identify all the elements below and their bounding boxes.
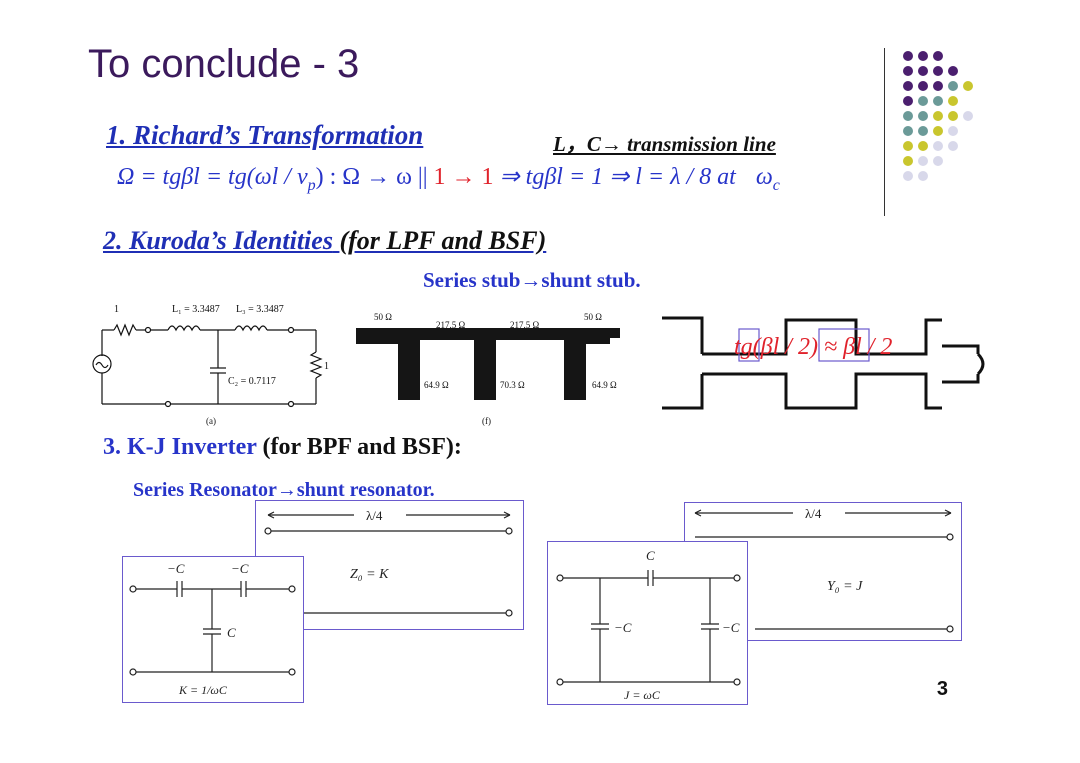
kj-heading-num: 3. K-J Inverter bbox=[103, 434, 257, 460]
decor-dot bbox=[903, 171, 913, 181]
circuit-a-l1: L₁ = 3.3487 bbox=[172, 304, 220, 315]
ms-z-left: 50 Ω bbox=[374, 312, 392, 322]
kuroda-heading[interactable]: 2. Kuroda’s Identities (for LPF and BSF) bbox=[103, 226, 546, 256]
decor-dot bbox=[903, 156, 913, 166]
j-line-length: λ/4 bbox=[805, 506, 822, 521]
approx-formula: tg(βl / 2) ≈ βl / 2 bbox=[734, 334, 892, 360]
eq-sub-c: c bbox=[772, 176, 780, 194]
kj-heading: 3. K-J Inverter (for BPF and BSF): bbox=[103, 434, 462, 461]
eq-omega: ω bbox=[755, 164, 773, 190]
k-c-left: −C bbox=[167, 561, 185, 576]
eq-red: 1 → 1 bbox=[433, 164, 494, 190]
decor-dot bbox=[933, 156, 943, 166]
k-line-length: λ/4 bbox=[366, 508, 383, 523]
decor-dot bbox=[903, 51, 913, 61]
decor-dot bbox=[918, 51, 928, 61]
decor-dot bbox=[918, 141, 928, 151]
richard-equation: Ω = tgβl = tg(ωl / vp) : Ω → ω || 1 → 1 … bbox=[117, 162, 780, 195]
k-c-shunt: C bbox=[227, 625, 236, 640]
circuit-a-caption: (a) bbox=[206, 416, 216, 426]
j-c-left: −C bbox=[614, 620, 632, 635]
decor-dot bbox=[948, 141, 958, 151]
j-circuit-drawing: C −C −C J = ωC bbox=[556, 548, 741, 702]
richard-heading[interactable]: 1. Richard’s Transformation bbox=[106, 120, 424, 150]
stepped-impedance-line: tg(βl / 2) ≈ βl / 2 bbox=[662, 316, 985, 410]
decor-dot bbox=[903, 81, 913, 91]
j-c-series: C bbox=[646, 548, 655, 563]
kuroda-heading-text: 2. Kuroda’s Identities bbox=[103, 226, 333, 255]
decor-dot bbox=[963, 81, 973, 91]
eq-sub-p: p bbox=[307, 176, 316, 194]
decor-dot bbox=[948, 111, 958, 121]
j-c-right: −C bbox=[722, 620, 740, 635]
j-circuit-panel: C −C −C J = ωC bbox=[547, 541, 748, 705]
decor-dot bbox=[948, 96, 958, 106]
decor-dot bbox=[963, 111, 973, 121]
decor-dot bbox=[933, 66, 943, 76]
decor-dot bbox=[918, 111, 928, 121]
decor-dot bbox=[903, 111, 913, 121]
circuit-a-load: 1 bbox=[324, 361, 329, 372]
dot-grid-decoration bbox=[903, 51, 973, 181]
k-line-impedance: Z₀ = K bbox=[350, 567, 389, 582]
kj-subtitle: Series Resonator→shunt resonator. bbox=[133, 479, 435, 501]
kuroda-subtitle: Series stub→shunt stub. bbox=[423, 268, 641, 292]
decor-dot bbox=[948, 66, 958, 76]
decor-dot bbox=[933, 51, 943, 61]
j-formula: J = ωC bbox=[624, 688, 661, 702]
decor-dot bbox=[918, 81, 928, 91]
decor-dot bbox=[948, 81, 958, 91]
decor-dot bbox=[903, 141, 913, 151]
eq-part3: ⇒ tgβl = 1 ⇒ l = λ / 8 at bbox=[499, 164, 736, 190]
k-circuit-panel: −C −C C K = 1/ωC bbox=[122, 556, 304, 703]
decor-dot bbox=[918, 66, 928, 76]
lowpass-circuit-a: 1 L₁ = 3.3487 L₃ = 3.3487 C₂ = 0.7117 1 … bbox=[92, 304, 329, 426]
page-number: 3 bbox=[936, 678, 948, 700]
j-line-drawing: λ/4 Y₀ = J bbox=[694, 506, 954, 633]
decor-dot bbox=[918, 156, 928, 166]
decor-dot bbox=[933, 96, 943, 106]
ms-z-right: 50 Ω bbox=[584, 312, 602, 322]
ms-stub3: 64.9 Ω bbox=[592, 380, 617, 390]
kj-heading-note: (for BPF and BSF): bbox=[262, 434, 462, 460]
k-c-right: −C bbox=[231, 561, 249, 576]
k-formula: K = 1/ωC bbox=[178, 683, 228, 697]
circuit-a-l3: L₃ = 3.3487 bbox=[236, 304, 284, 315]
decor-dot bbox=[903, 126, 913, 136]
circuit-a-c2: C₂ = 0.7117 bbox=[228, 376, 276, 387]
ms-stub1: 64.9 Ω bbox=[424, 380, 449, 390]
eq-part2: ) : Ω → ω || bbox=[315, 164, 428, 190]
circuit-a-index: 1 bbox=[114, 304, 119, 315]
richard-subheading: L，C→ transmission line bbox=[553, 132, 776, 156]
microstrip-layout-f: 50 Ω 217.5 Ω 217.5 Ω 50 Ω 64.9 Ω 70.3 Ω … bbox=[356, 312, 620, 426]
decor-dot bbox=[948, 126, 958, 136]
decor-dot bbox=[903, 66, 913, 76]
decor-dot bbox=[933, 141, 943, 151]
kuroda-heading-note: (for LPF and BSF) bbox=[339, 226, 547, 255]
decor-dot bbox=[918, 171, 928, 181]
decor-dot bbox=[918, 126, 928, 136]
j-line-admittance: Y₀ = J bbox=[827, 579, 863, 594]
ms-stub2: 70.3 Ω bbox=[500, 380, 525, 390]
eq-part1: Ω = tgβl = tg(ωl / v bbox=[117, 164, 308, 190]
decor-dot bbox=[933, 126, 943, 136]
decor-dot bbox=[918, 96, 928, 106]
decor-dot bbox=[933, 81, 943, 91]
slide-title: To conclude - 3 bbox=[88, 42, 360, 86]
decor-dot bbox=[903, 96, 913, 106]
ms-z-mid1: 217.5 Ω bbox=[436, 320, 466, 330]
k-circuit-drawing: −C −C C K = 1/ωC bbox=[129, 561, 296, 697]
decor-dot bbox=[933, 111, 943, 121]
vertical-divider bbox=[884, 48, 885, 216]
ms-z-mid2: 217.5 Ω bbox=[510, 320, 540, 330]
ms-caption: (f) bbox=[482, 416, 491, 426]
